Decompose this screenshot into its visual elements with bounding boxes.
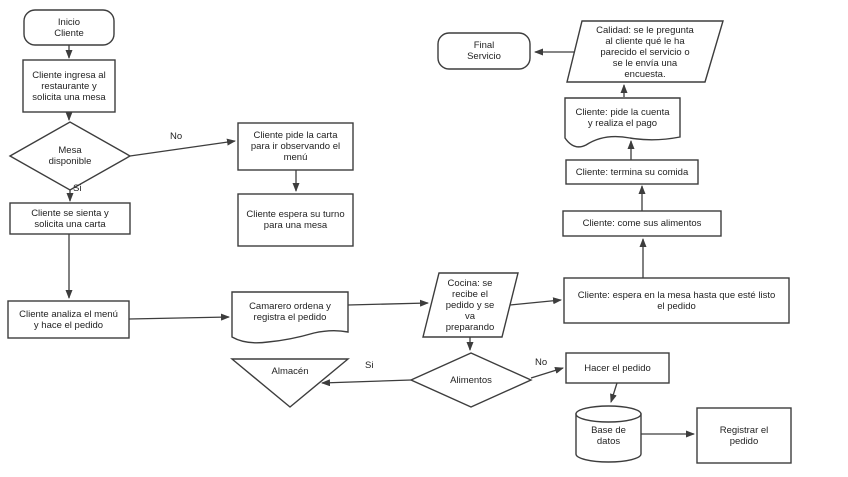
- edge-hacer-base-datos: [610, 382, 618, 403]
- node-sienta-shape: [9, 202, 131, 235]
- edge-label-mesa-no: No: [170, 131, 183, 142]
- node-almacen-shape: [230, 358, 350, 408]
- edge-camarero-cocina: [347, 299, 429, 307]
- node-inicio-shape: [23, 9, 115, 46]
- node-final-shape: [437, 32, 531, 70]
- edge-analiza-camarero: [128, 313, 230, 321]
- node-ingresa-shape: [22, 59, 116, 113]
- node-calidad-shape: [566, 20, 724, 83]
- node-espera-mesa-shape: [563, 277, 790, 324]
- node-hacer-pedido-shape: [565, 352, 670, 384]
- node-termina-shape: [565, 159, 699, 185]
- node-base-datos-body: [575, 413, 642, 463]
- node-pide-carta-shape: [237, 122, 354, 171]
- node-espera-turno-shape: [237, 193, 354, 247]
- edge-label-alimentos-no: No: [535, 357, 548, 368]
- node-come-shape: [562, 210, 722, 237]
- edge-label-alimentos-si: Si: [365, 360, 374, 371]
- edge-label-mesa-si: Si: [73, 183, 82, 194]
- node-alimentos-shape: [409, 352, 533, 408]
- edge-mesa-pide-carta-no: [129, 138, 236, 157]
- node-analiza-shape: [7, 300, 130, 339]
- edge-cocina-espera-mesa: [509, 297, 562, 306]
- node-base-datos-top: [575, 405, 642, 423]
- node-registrar-shape: [696, 407, 792, 464]
- edge-alimentos-hacer-no: [530, 367, 564, 379]
- node-mesa-disponible-shape: [8, 121, 132, 191]
- node-camarero-shape: [231, 291, 349, 344]
- node-cocina-shape: [422, 272, 519, 338]
- node-pide-cuenta-shape: [564, 97, 681, 148]
- edge-alimentos-almacen-si: [321, 379, 412, 387]
